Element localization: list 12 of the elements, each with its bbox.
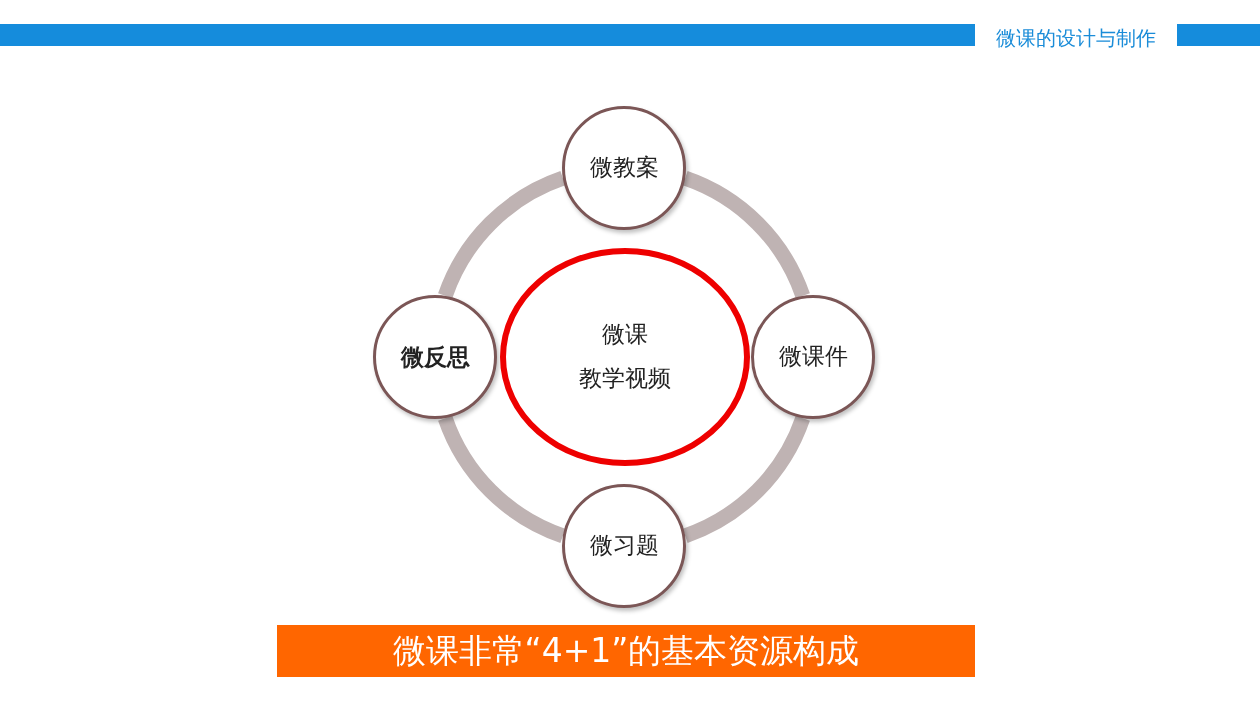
ring-arc [438, 415, 566, 543]
node-label: 微反思 [400, 342, 470, 373]
node-label: 微课件 [778, 342, 848, 372]
node-label: 微习题 [589, 531, 659, 561]
node-label: 微课 [602, 320, 648, 350]
header-title: 微课的设计与制作 [995, 25, 1157, 52]
caption-banner: 微课非常“4+1”的基本资源构成 [277, 625, 975, 677]
ring-arc [682, 171, 810, 299]
node-label: 教学视频 [579, 364, 671, 393]
ring-arc [438, 171, 566, 299]
ring-arc [682, 415, 810, 543]
node-label: 微教案 [589, 153, 659, 183]
